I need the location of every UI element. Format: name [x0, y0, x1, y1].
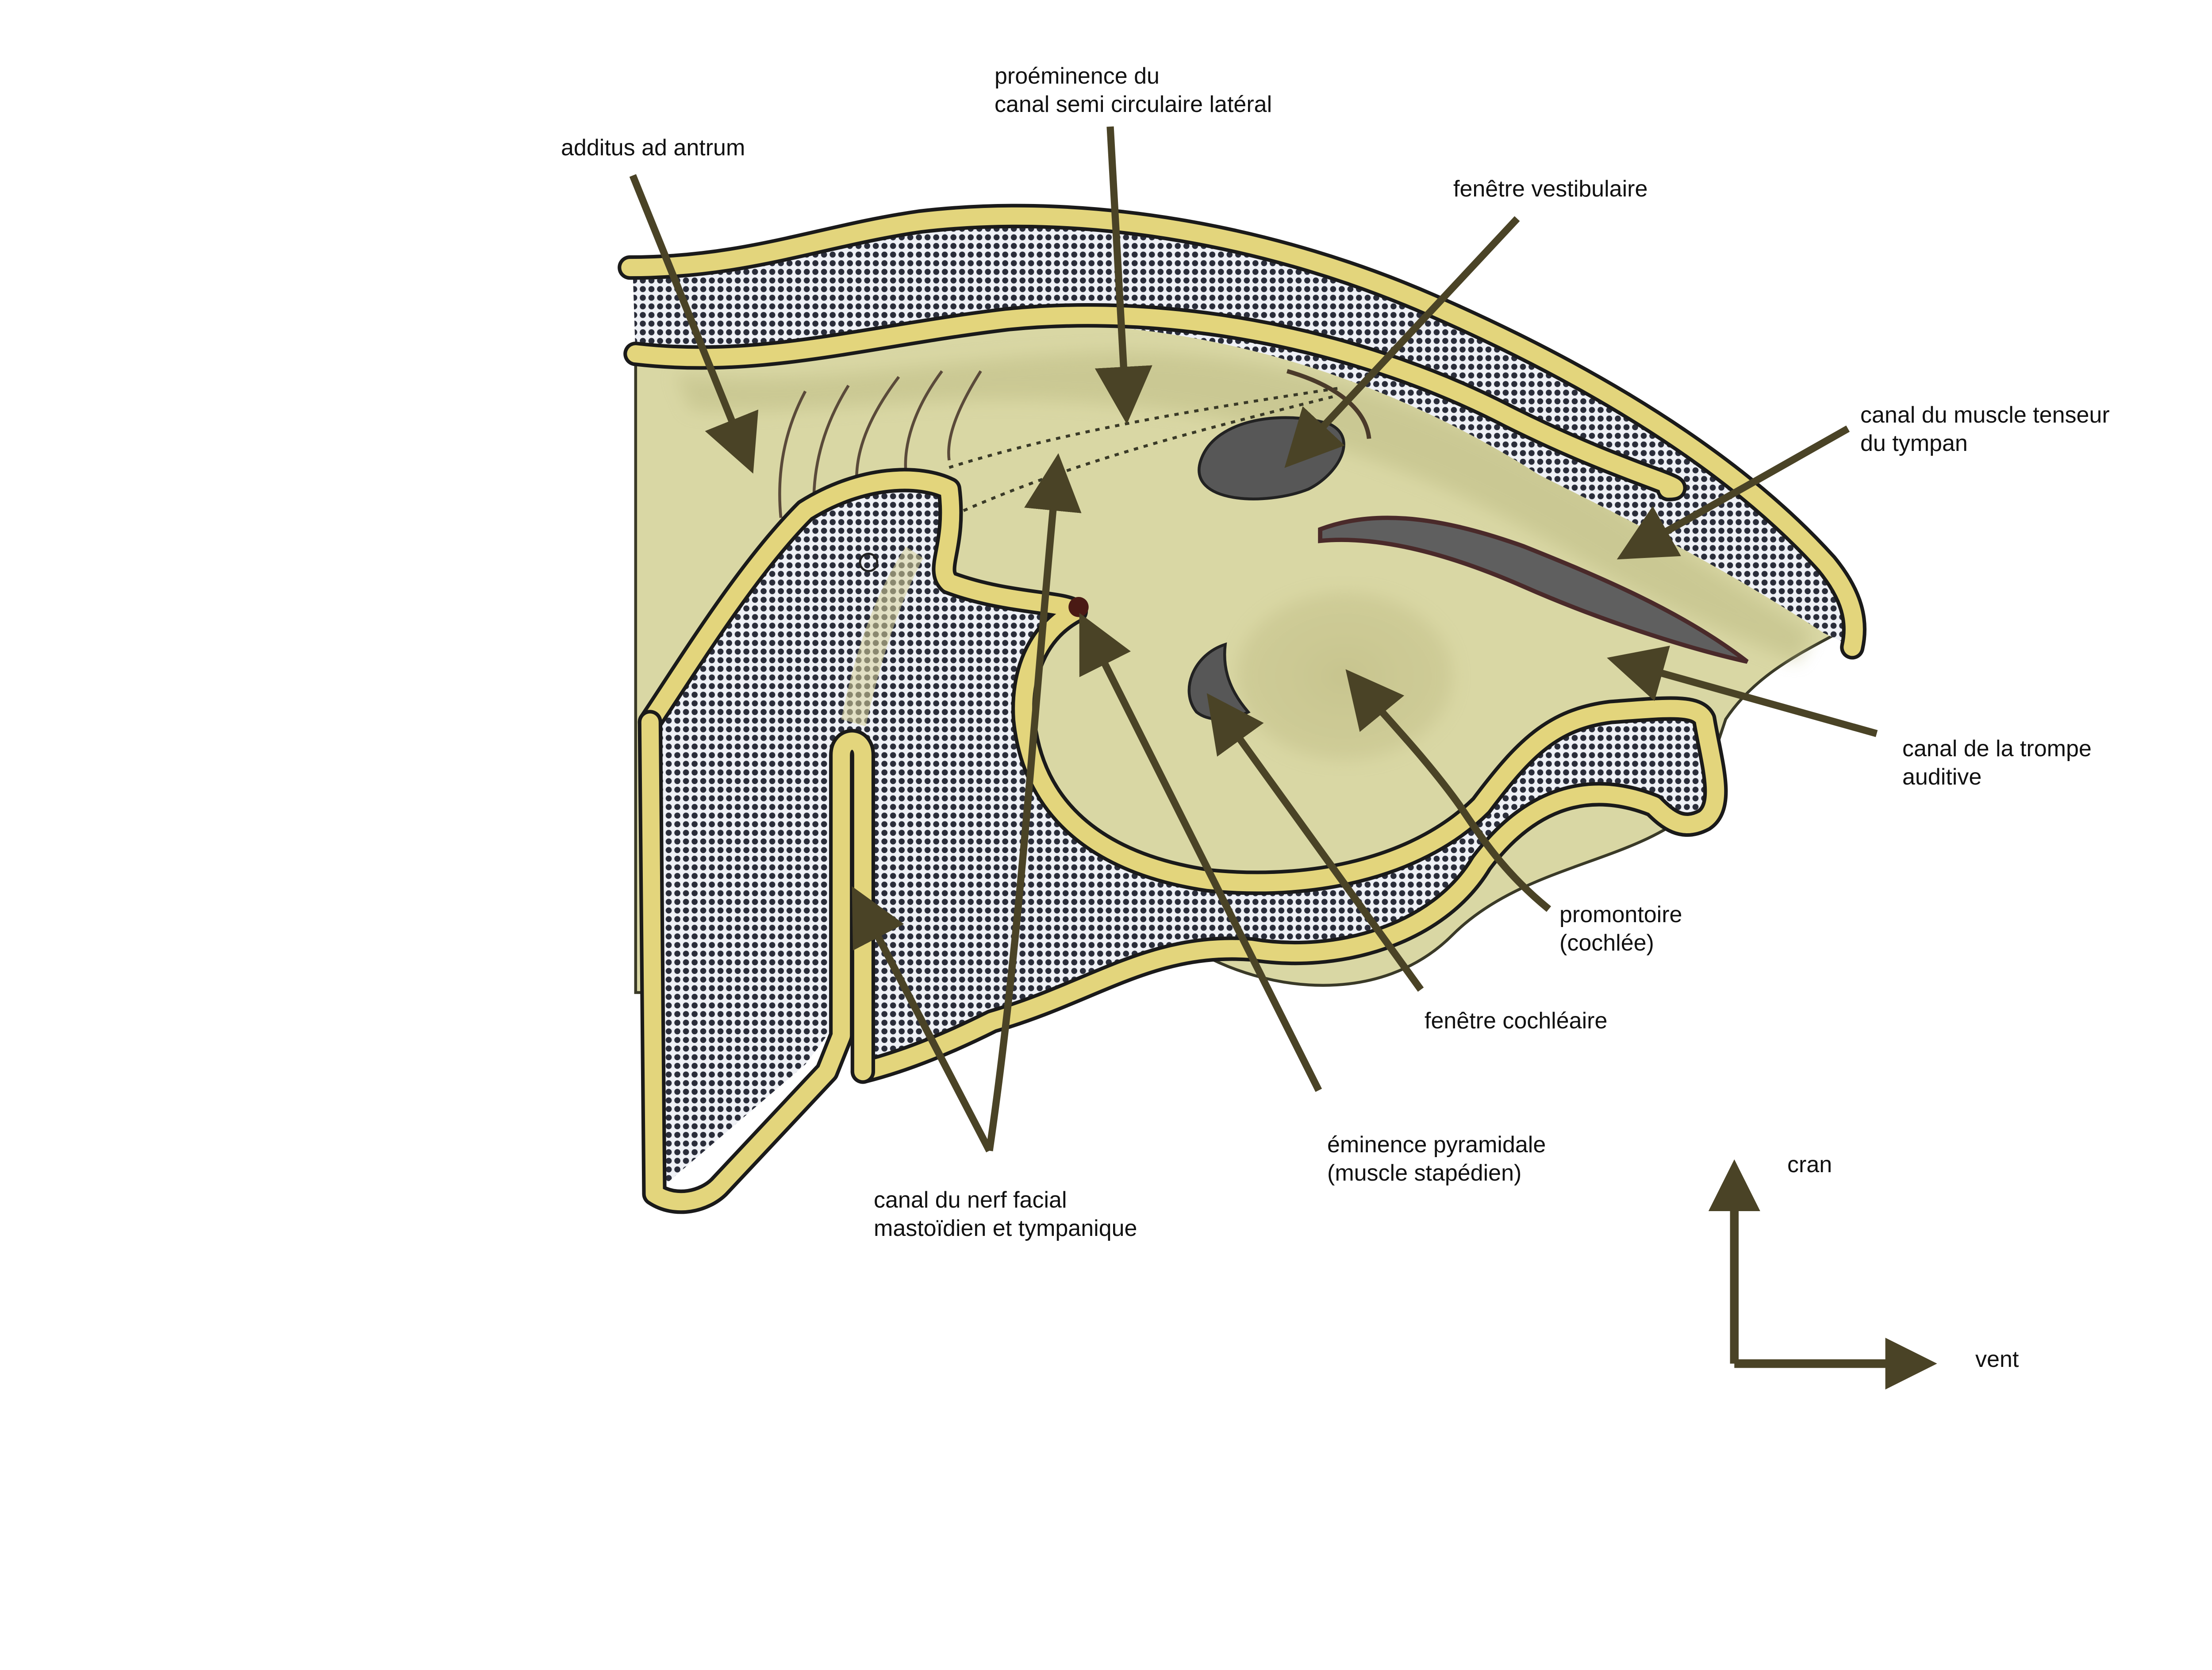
label-trompe-line2: auditive: [1902, 764, 1982, 790]
label-canal-semi-line2: canal semi circulaire latéral: [995, 92, 1272, 117]
cavity-shadow: [676, 352, 1812, 662]
facial-canal-mark: [859, 553, 879, 572]
label-fenetre-cochleaire: fenêtre cochléaire: [1425, 1008, 1608, 1034]
label-eminence-line2: (muscle stapédien): [1327, 1160, 1522, 1186]
label-vent: vent: [1975, 1347, 2019, 1372]
label-fenetre-vestibulaire: fenêtre vestibulaire: [1453, 176, 1648, 202]
label-tenseur-line1: canal du muscle tenseur: [1860, 402, 2110, 428]
orientation-axes: [1708, 1159, 1937, 1390]
label-cran: cran: [1787, 1152, 1832, 1177]
label-promontoire-line2: (cochlée): [1559, 930, 1654, 956]
label-facial-line1: canal du nerf facial: [874, 1187, 1067, 1213]
leader-lines: [629, 126, 1878, 1153]
tensor-tympani-canal: [1318, 516, 1749, 664]
label-trompe-line1: canal de la trompe: [1902, 736, 2092, 762]
facial-canal-streak: [841, 546, 923, 727]
label-additus: additus ad antrum: [561, 135, 745, 161]
label-eminence-line1: éminence pyramidale: [1327, 1132, 1546, 1158]
label-tenseur-line2: du tympan: [1860, 431, 1968, 456]
label-facial-line2: mastoïdien et tympanique: [874, 1216, 1137, 1241]
lateral-canal-prominence: [949, 387, 1338, 512]
label-promontoire-line1: promontoire: [1559, 902, 1682, 927]
label-canal-semi-line1: proéminence du: [995, 63, 1160, 89]
pyramidal-eminence-tip: [1068, 597, 1089, 617]
